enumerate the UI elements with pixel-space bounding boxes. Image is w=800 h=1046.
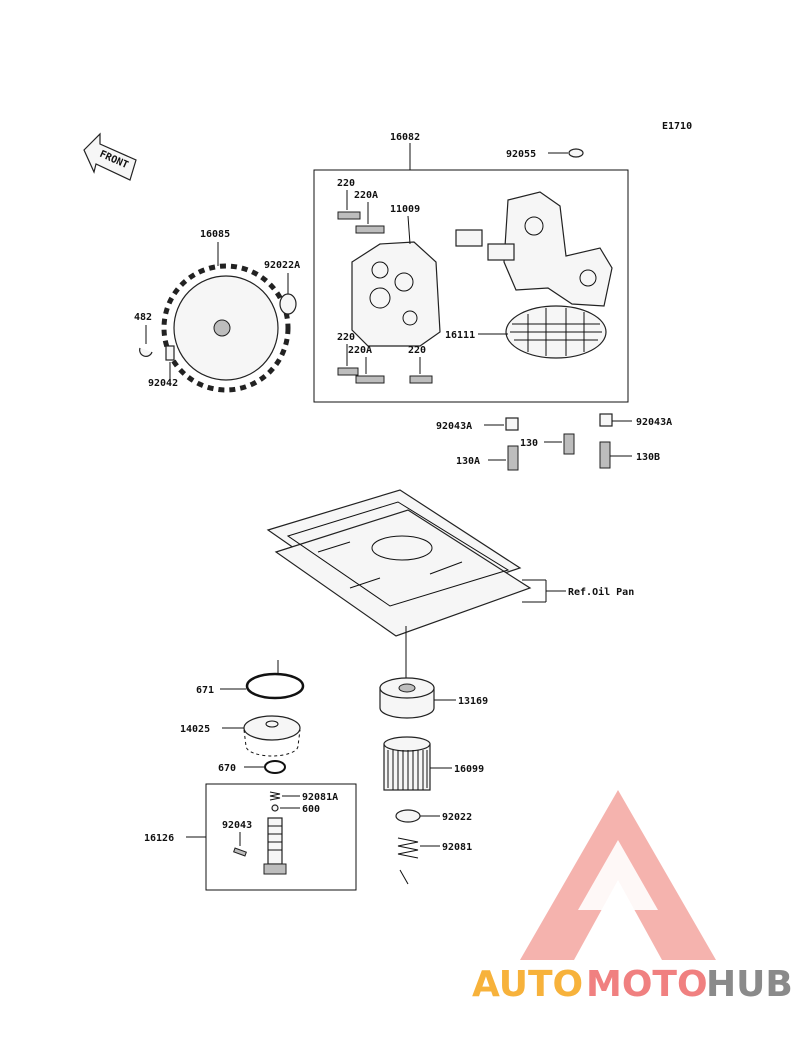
- spring-92081A-icon: [269, 791, 281, 801]
- front-arrow-icon: FRONT: [83, 132, 137, 181]
- label-220-bottom-left: 220: [337, 332, 355, 343]
- label-220-bottom-right: 220: [408, 345, 426, 356]
- label-220A-top: 220A: [354, 190, 378, 201]
- cover-13169: [379, 677, 435, 719]
- label-130A: 130A: [456, 456, 480, 467]
- watermark-moto: MOTO: [586, 964, 708, 1005]
- label-92043A-left: 92043A: [436, 421, 472, 432]
- ref-oil-pan-label: Ref.Oil Pan: [568, 586, 634, 598]
- label-92055: 92055: [506, 149, 536, 160]
- label-16126: 16126: [144, 833, 174, 844]
- o-ring-671-icon: [245, 672, 305, 700]
- label-92043A-right: 92043A: [636, 417, 672, 428]
- washer-92055-icon: [568, 148, 584, 158]
- oil-filter-16099: [383, 736, 431, 791]
- label-16082: 16082: [390, 132, 420, 143]
- oil-pump-assembly-frame: [313, 169, 629, 403]
- ball-600-icon: [271, 804, 279, 812]
- strainer-16111: [505, 305, 607, 359]
- collar-92043A-right-icon: [599, 413, 613, 427]
- pin-92042-icon: [165, 345, 175, 361]
- washer-92022-icon: [395, 809, 421, 823]
- spring-92081-icon: [397, 837, 419, 859]
- cover-14025: [243, 715, 301, 757]
- label-670: 670: [218, 763, 236, 774]
- oil-pan-reference: [266, 489, 532, 637]
- diagram-code: E1710: [662, 121, 692, 132]
- label-16111: 16111: [445, 330, 475, 341]
- label-130B: 130B: [636, 452, 660, 463]
- label-11009: 11009: [390, 204, 420, 215]
- pump-cover-11009: [351, 241, 441, 347]
- pin-92043-icon: [233, 847, 247, 857]
- label-482: 482: [134, 312, 152, 323]
- label-92081: 92081: [442, 842, 472, 853]
- label-92043: 92043: [222, 820, 252, 831]
- watermark-hub: HUB: [706, 964, 793, 1005]
- o-ring-670-icon: [264, 760, 286, 774]
- bolt-220A-bottom-icon: [355, 375, 385, 384]
- label-671: 671: [196, 685, 214, 696]
- automotohub-watermark: AUTO MOTO HUB: [472, 790, 793, 1005]
- bolt-220-top-icon: [337, 211, 361, 220]
- label-92081A: 92081A: [302, 792, 338, 803]
- collar-92043A-left-icon: [505, 417, 519, 431]
- pump-body: [455, 191, 613, 307]
- label-16085: 16085: [200, 229, 230, 240]
- bolt-130A-icon: [507, 445, 519, 471]
- bolt-220A-top-icon: [355, 225, 385, 234]
- gear-16085: [161, 263, 291, 393]
- seal-92022A-icon: [279, 293, 297, 315]
- relief-valve-body-icon: [263, 817, 287, 875]
- bolt-220-bottom-right-icon: [409, 375, 433, 384]
- label-92022A: 92022A: [264, 260, 300, 271]
- label-16099: 16099: [454, 764, 484, 775]
- watermark-auto: AUTO: [472, 964, 583, 1005]
- label-14025: 14025: [180, 724, 210, 735]
- label-130: 130: [520, 438, 538, 449]
- label-220-top: 220: [337, 178, 355, 189]
- bolt-220-bottom-left-icon: [337, 367, 359, 376]
- bolt-130-icon: [563, 433, 575, 455]
- label-220A-bottom: 220A: [348, 345, 372, 356]
- label-92022: 92022: [442, 812, 472, 823]
- label-13169: 13169: [458, 696, 488, 707]
- label-600: 600: [302, 804, 320, 815]
- label-92042: 92042: [148, 378, 178, 389]
- clip-482-icon: [139, 347, 153, 357]
- bolt-130B-icon: [599, 441, 611, 469]
